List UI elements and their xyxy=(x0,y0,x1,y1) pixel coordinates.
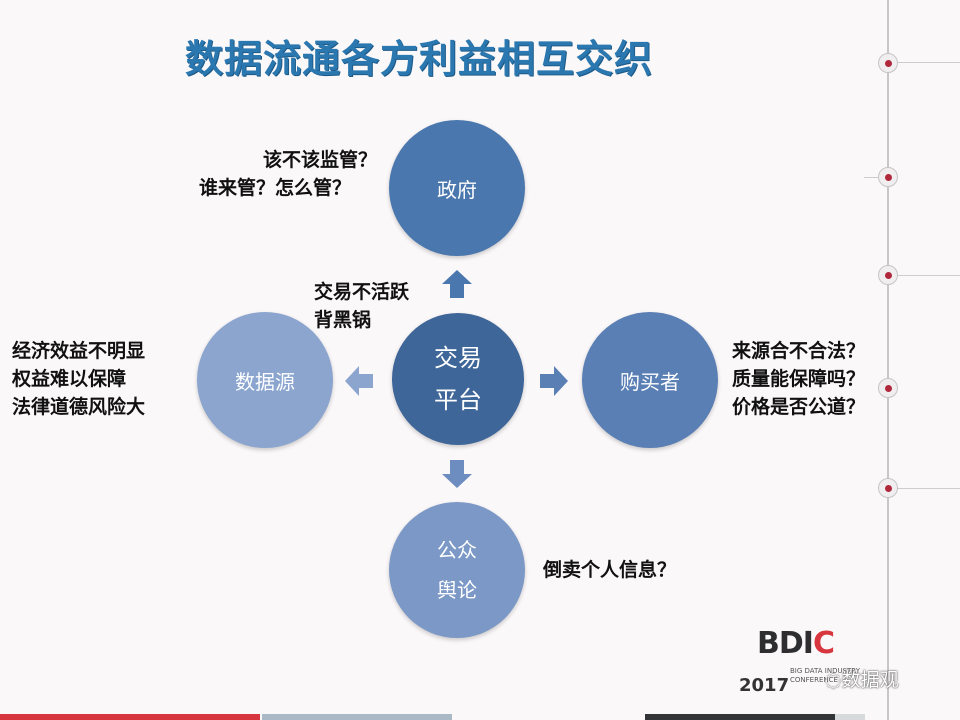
note-line: 价格是否公道？ xyxy=(732,396,866,418)
timeline-branch xyxy=(897,62,960,63)
arrow-right-icon xyxy=(540,366,568,396)
arrow-down-icon xyxy=(442,460,472,488)
note-government: 该不该监管？ xyxy=(235,146,377,174)
node-label: 公众 xyxy=(437,538,477,562)
note-line: 谁来管？怎么管？ xyxy=(199,177,352,199)
node-label: 政府 xyxy=(437,177,477,202)
wechat-icon: ◌ xyxy=(825,669,842,691)
note-line: 法律道德风险大 xyxy=(12,396,146,418)
watermark: ◌数据观 xyxy=(825,665,899,692)
node-platform: 交易 平台 xyxy=(392,313,524,445)
node-label: 舆论 xyxy=(437,578,477,602)
node-label: 数据源 xyxy=(235,369,295,394)
footer-strip-red xyxy=(0,714,260,720)
note-line: 背黑锅 xyxy=(314,309,372,331)
node-buyer: 购买者 xyxy=(582,312,718,448)
timeline-dot-icon xyxy=(878,53,898,73)
note-buyer: 来源合不合法？ 质量能保障吗？ 价格是否公道？ xyxy=(732,337,865,421)
footer-strip-dark xyxy=(645,714,835,720)
timeline-dot-icon xyxy=(878,265,898,285)
node-data-source: 数据源 xyxy=(197,312,333,448)
logo-subtitle-line: CONFERENCE xyxy=(790,676,838,684)
note-line: 质量能保障吗？ xyxy=(732,368,866,390)
note-line: 倒卖个人信息？ xyxy=(543,559,677,581)
note-platform: 交易不活跃 背黑锅 xyxy=(314,278,409,334)
node-label: 平台 xyxy=(434,386,482,414)
timeline-branch xyxy=(897,488,960,489)
arrow-left-icon xyxy=(345,366,373,396)
timeline-dot-icon xyxy=(878,478,898,498)
node-label: 购买者 xyxy=(620,369,680,394)
slide-title: 数据流通各方利益相互交织 xyxy=(185,37,654,81)
note-line: 权益难以保障 xyxy=(12,368,127,390)
node-label: 交易 xyxy=(434,344,482,372)
timeline-dot-icon xyxy=(878,167,898,187)
logo-year: 2017 xyxy=(739,675,790,696)
note-data-source: 经济效益不明显 权益难以保障 法律道德风险大 xyxy=(12,337,145,421)
timeline-line xyxy=(887,0,889,720)
note-line: 交易不活跃 xyxy=(314,281,410,303)
note-line: 经济效益不明显 xyxy=(12,340,146,362)
node-government: 政府 xyxy=(389,120,525,256)
note-government-2: 谁来管？怎么管？ xyxy=(199,174,351,202)
footer-strip-light xyxy=(835,714,865,720)
timeline-branch xyxy=(864,177,880,178)
node-public: 公众 舆论 xyxy=(389,502,525,638)
arrow-up-icon xyxy=(442,270,472,298)
footer-strip-gray xyxy=(262,714,452,720)
note-line: 来源合不合法？ xyxy=(732,340,866,362)
bdic-logo: BDIC xyxy=(757,626,835,661)
timeline-branch xyxy=(897,275,960,276)
note-public: 倒卖个人信息？ xyxy=(543,556,676,584)
logo-subtitle-line: BIG DATA INDUSTRY xyxy=(790,667,860,675)
timeline-dot-icon xyxy=(878,378,898,398)
watermark-text: 数据观 xyxy=(841,669,899,691)
note-line: 该不该监管？ xyxy=(262,149,377,171)
logo-subtitle: BIG DATA INDUSTRY CONFERENCE xyxy=(790,667,860,685)
